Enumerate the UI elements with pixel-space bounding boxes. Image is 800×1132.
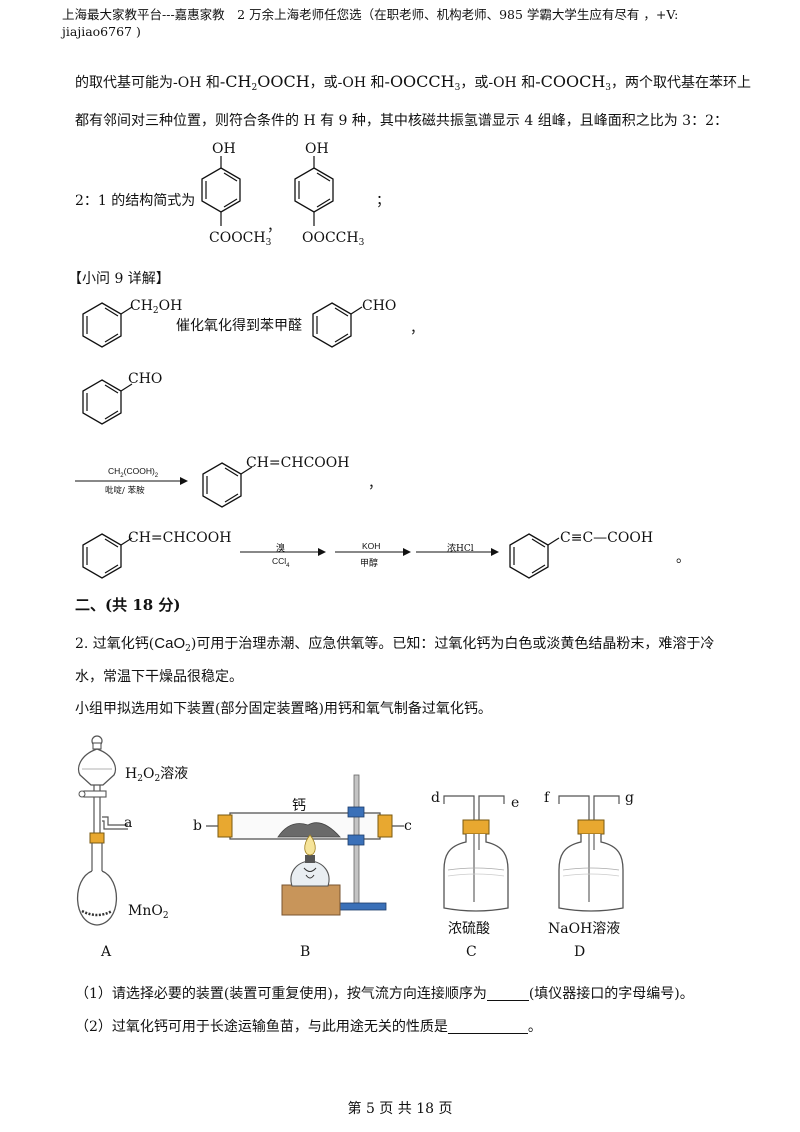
label-apparatus-b: B (300, 944, 311, 960)
syn1-aldehyde: CHO (362, 298, 397, 314)
answer-blank-1[interactable] (486, 986, 529, 1001)
structure-acetoxyphenol (294, 156, 334, 226)
syn1-description: 催化氧化得到苯甲醛 (176, 318, 302, 334)
label-apparatus-d: D (574, 944, 586, 960)
sub-question-2: （2）过氧化钙可用于长途运输鱼苗，与此用途无关的性质是。 (75, 1019, 542, 1035)
label-apparatus-a: A (101, 944, 112, 960)
synthesis-step1 (82, 302, 363, 348)
struct1-top-label: OH (212, 141, 236, 157)
synthesis-step4 (82, 533, 560, 579)
label-naoh-solution: NaOH溶液 (548, 921, 621, 937)
syn2-aldehyde: CHO (128, 371, 163, 387)
semicolon: ； (376, 193, 390, 209)
syn1-end: ， (410, 321, 424, 337)
syn4-product: C≡C—COOH (560, 530, 654, 546)
apparatus-a-oxygen-generator (76, 735, 128, 926)
syn1-substituent: CH2OH (130, 298, 183, 316)
paragraph-structure-intro: 2：1 的结构简式为 (75, 193, 196, 209)
label-port-d: d (431, 790, 440, 806)
syn4-end: 。 (676, 550, 690, 566)
struct2-top-label: OH (305, 141, 329, 157)
syn3-end: ， (368, 476, 382, 492)
q2-line3: 小组甲拟选用如下装置(部分固定装置略)用钙和氧气制备过氧化钙。 (75, 701, 492, 717)
label-h2o2-solution: H2O2溶液 (125, 766, 189, 784)
syn3-product: CH=CHCOOH (246, 455, 350, 471)
section-2-title: 二、(共 18 分) (75, 596, 181, 614)
apparatus-c-gas-washing-bottle (443, 795, 509, 912)
page-footer: 第 5 页 共 18 页 (347, 1101, 453, 1117)
syn4-reagent2-top: KOH (362, 541, 381, 551)
paragraph-nmr: 都有邻间对三种位置，则符合条件的 H 有 9 种，其中核磁共振氢谱显示 4 组峰… (75, 113, 728, 129)
label-mno2: MnO2 (128, 903, 169, 921)
q9-title: 【小问 9 详解】 (68, 271, 170, 287)
label-calcium: 钙 (292, 798, 306, 814)
struct1-bottom-label: COOCH3 (209, 230, 272, 248)
label-port-c: c (404, 818, 412, 834)
q2-line1: 2. 过氧化钙(CaO2)可用于治理赤潮、应急供氧等。已知：过氧化钙为白色或淡黄… (75, 635, 715, 654)
struct2-bottom-label: OOCCH3 (302, 230, 365, 248)
syn4-reagent2-bottom: 甲醇 (360, 559, 379, 569)
comma-between-structures: ， (267, 219, 281, 235)
label-port-f: f (544, 790, 550, 806)
synthesis-step3 (75, 462, 253, 508)
label-port-e: e (511, 795, 520, 811)
syn4-start: CH=CHCOOH (128, 530, 232, 546)
synthesis-step2-benzaldehyde (82, 379, 133, 425)
label-apparatus-c: C (466, 944, 477, 960)
apparatus-d-gas-washing-bottle (558, 795, 624, 912)
benzene-ring-benzyl-alcohol (82, 302, 133, 348)
syn3-reagent-top: CH2(COOH)2 (108, 466, 159, 479)
benzene-ring-product (509, 533, 560, 579)
apparatus-b-reaction-tube (206, 774, 404, 916)
label-port-g: g (625, 790, 634, 806)
label-conc-sulfuric-acid: 浓硫酸 (448, 921, 490, 937)
structure-methyl-hydroxybenzoate (201, 156, 241, 226)
benzene-ring-cinnamic-acid (202, 462, 253, 508)
q2-line2: 水，常温下干燥品很稳定。 (75, 669, 243, 685)
answer-blank-2[interactable] (447, 1019, 528, 1034)
page-header-line1: 上海最大家教平台---嘉惠家教 2 万余上海老师任您选（在职老师、机构老师、98… (62, 7, 679, 22)
sub-question-1: （1）请选择必要的装置(装置可重复使用)，按气流方向连接顺序为(填仪器接口的字母… (75, 986, 694, 1002)
paragraph-substituents: 的取代基可能为-OH 和-CH2OOCH，或-OH 和-OOCCH3，或-OH … (75, 72, 752, 93)
syn4-reagent1-bottom: CCl4 (272, 556, 290, 569)
benzene-ring-benzaldehyde (312, 302, 363, 348)
label-port-b: b (193, 818, 202, 834)
benzene-ring-start (82, 533, 133, 579)
page-header-line2: jiajiao6767 ) (62, 24, 141, 39)
syn4-reagent1-top: 溴 (276, 544, 286, 554)
label-port-a: a (124, 815, 133, 831)
syn4-reagent3-top: 浓HCl (447, 544, 474, 554)
syn3-reagent-bottom: 吡啶/ 苯胺 (105, 486, 145, 496)
